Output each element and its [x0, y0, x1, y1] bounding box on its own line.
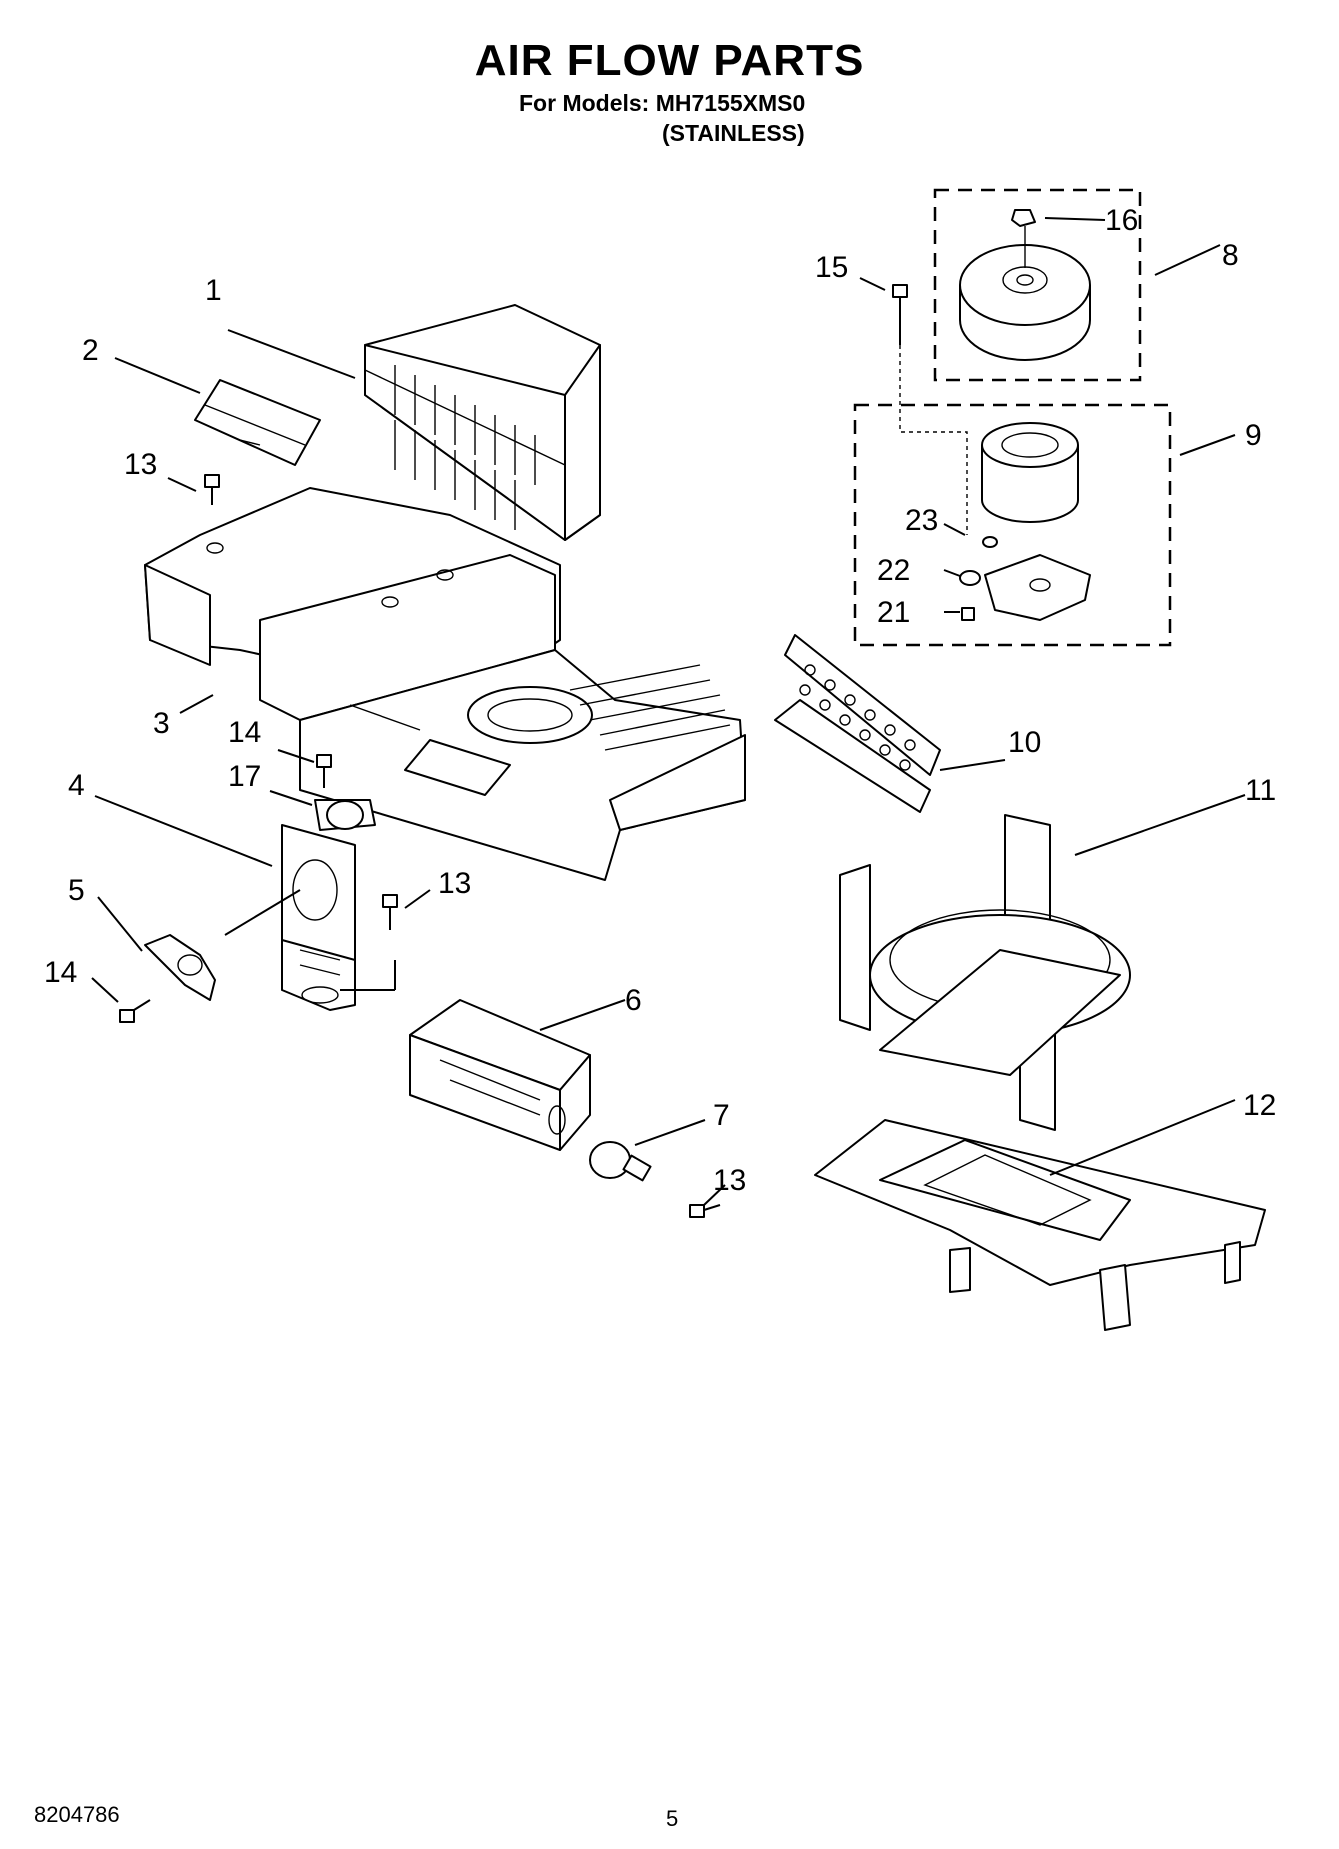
callout-1: 1 [205, 274, 222, 307]
part-3-air-guide [144, 487, 746, 881]
callout-8: 8 [1222, 239, 1239, 272]
part-1-vent-grille [364, 304, 601, 541]
callout-23: 23 [905, 504, 938, 537]
screw-13-bottom [689, 1204, 721, 1218]
callout-21: 21 [877, 596, 910, 629]
part-17-cutout [314, 799, 376, 831]
part-4-bracket [281, 824, 356, 1011]
callout-labels: 1 2 13 3 14 17 4 5 13 14 6 7 13 10 11 12… [44, 204, 1276, 1197]
callout-4: 4 [68, 769, 85, 802]
screw-13-mid [382, 894, 398, 930]
part-9-motor-assembly [853, 345, 1172, 647]
page-title: AIR FLOW PARTS [474, 36, 865, 85]
callout-2: 2 [82, 334, 99, 367]
callout-15: 15 [815, 251, 848, 284]
callout-12: 12 [1243, 1089, 1276, 1122]
callout-14-upper: 14 [228, 716, 261, 749]
callout-9: 9 [1245, 419, 1262, 452]
screw-14-upper [316, 754, 332, 788]
part-12-base-plate [814, 1119, 1266, 1331]
callout-11: 11 [1245, 774, 1276, 807]
callout-3: 3 [153, 707, 170, 740]
callout-13-mid: 13 [438, 867, 471, 900]
screw-15 [892, 284, 908, 345]
callout-13-top: 13 [124, 448, 157, 481]
callout-13-bottom: 13 [713, 1164, 746, 1197]
part-6-lamp-housing [409, 999, 591, 1151]
callout-5: 5 [68, 874, 85, 907]
callout-7: 7 [713, 1099, 730, 1132]
page-number: 5 [666, 1806, 679, 1831]
part-5-thermostat [144, 934, 216, 1001]
callout-22: 22 [877, 554, 910, 587]
part-8-fan-blade [933, 188, 1142, 382]
leader-lines [91, 217, 1246, 1206]
part-7-bulb [589, 1141, 652, 1182]
finish-line: (STAINLESS) [662, 120, 805, 146]
part-10-filter [774, 634, 941, 813]
screw-14-lower [119, 999, 151, 1023]
models-line: For Models: MH7155XMS0 [519, 90, 806, 116]
screw-13-top [204, 474, 220, 505]
part-11-fan-housing [839, 814, 1131, 1131]
callout-14-lower: 14 [44, 956, 77, 989]
callout-17: 17 [228, 760, 261, 793]
part-2-shield [194, 379, 321, 466]
callout-16: 16 [1105, 204, 1138, 237]
callout-6: 6 [625, 984, 642, 1017]
document-number: 8204786 [34, 1802, 120, 1827]
callout-10: 10 [1008, 726, 1041, 759]
